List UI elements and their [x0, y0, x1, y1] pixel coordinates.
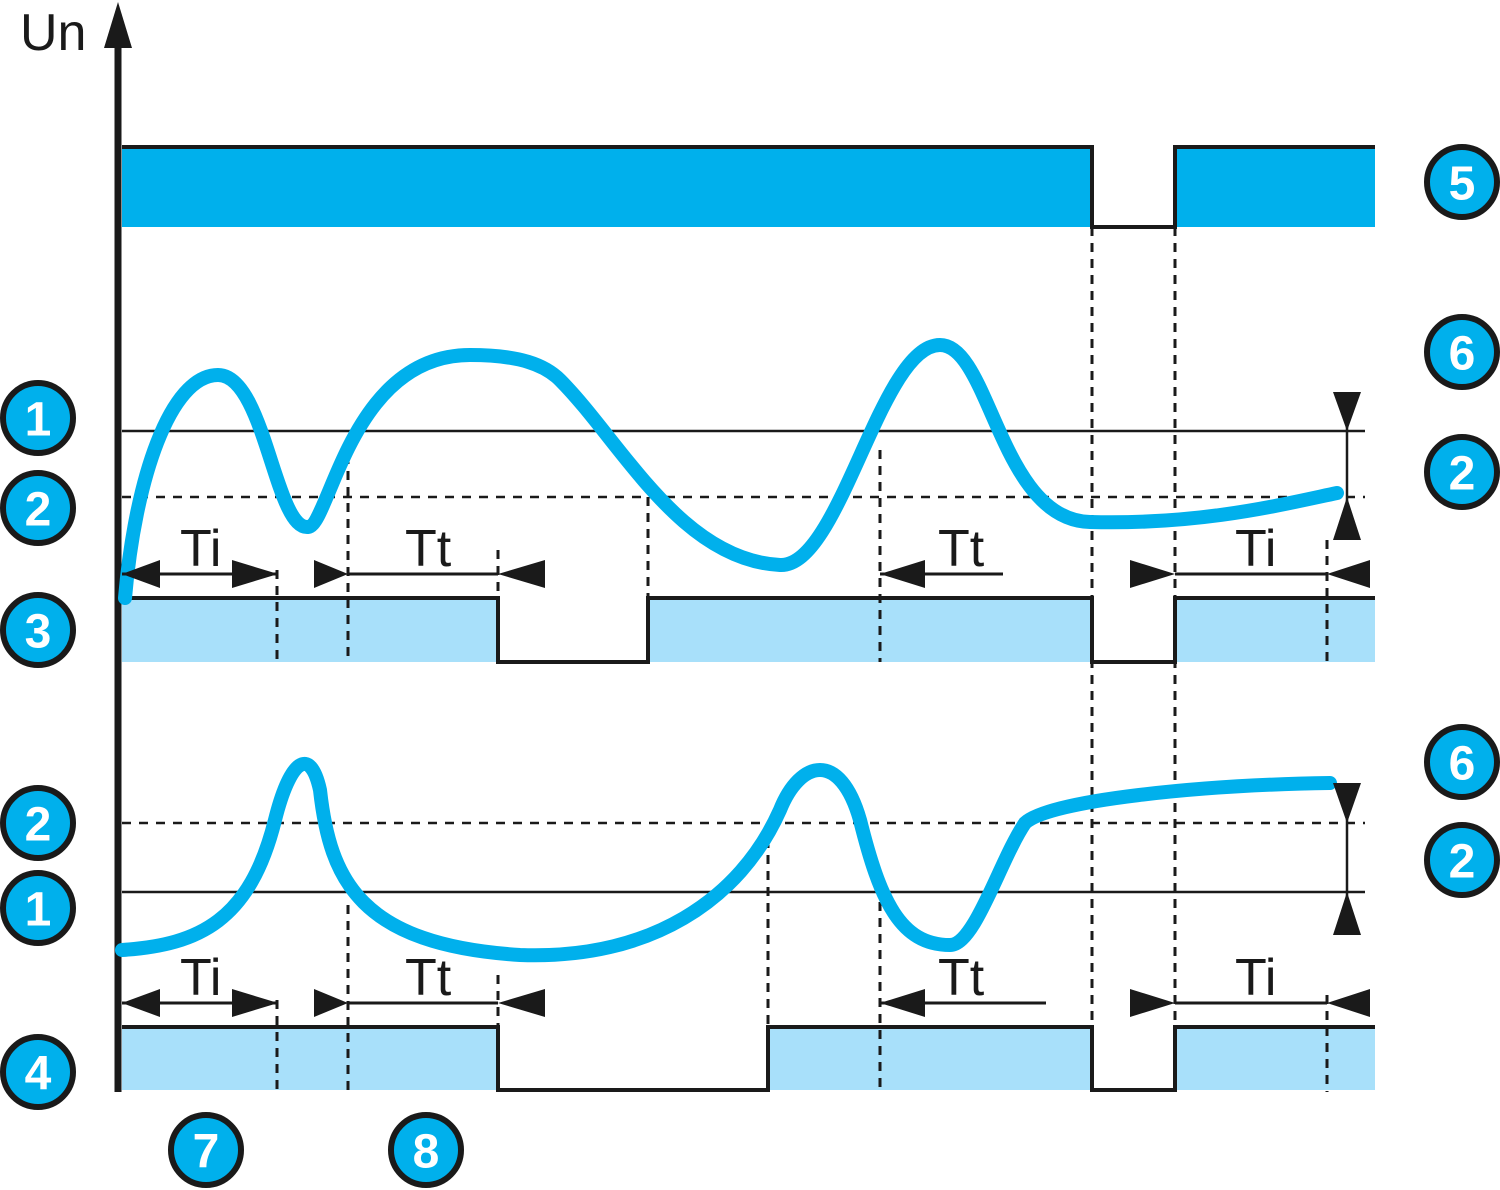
badge-2: 2: [0, 470, 76, 546]
ti-label: Ti: [1235, 949, 1276, 1007]
badge-6: 6: [1424, 314, 1500, 390]
axis-label: Un: [20, 4, 86, 62]
badge-1: 1: [0, 380, 76, 456]
ti-label: Ti: [180, 520, 221, 578]
svg-text:6: 6: [1449, 328, 1476, 381]
time-markers: [275, 227, 1329, 1092]
voltage-signal-lower: [115, 756, 1337, 963]
svg-text:8: 8: [413, 1126, 440, 1179]
svg-text:6: 6: [1449, 738, 1476, 791]
badge-2: 2: [1424, 434, 1500, 510]
supply-trace: [122, 145, 1375, 229]
svg-text:1: 1: [25, 884, 52, 937]
badge-1: 1: [0, 870, 76, 946]
svg-text:2: 2: [1449, 448, 1476, 501]
tt-label: Tt: [938, 949, 985, 1007]
badge-3: 3: [0, 592, 76, 668]
timing-arrows-lower: [122, 989, 1370, 1017]
svg-text:3: 3: [25, 606, 52, 659]
ti-label: Ti: [1235, 520, 1276, 578]
svg-text:4: 4: [25, 1048, 52, 1101]
svg-text:1: 1: [25, 394, 52, 447]
tt-label: Tt: [405, 949, 452, 1007]
svg-text:5: 5: [1449, 158, 1476, 211]
badge-2: 2: [1424, 822, 1500, 898]
voltage-signal-upper: [118, 337, 1344, 605]
badge-2: 2: [0, 785, 76, 861]
timing-arrows-upper: [122, 560, 1370, 588]
hysteresis-arrows-upper: [1333, 392, 1361, 540]
badge-4: 4: [0, 1034, 76, 1110]
svg-text:7: 7: [193, 1126, 220, 1179]
hysteresis-arrows-lower: [1333, 783, 1361, 935]
badge-5: 5: [1424, 144, 1500, 220]
tt-label: Tt: [938, 520, 985, 578]
svg-text:2: 2: [25, 799, 52, 852]
badge-8: 8: [388, 1112, 464, 1188]
y-axis-arrow-icon: [104, 2, 132, 48]
badge-7: 7: [168, 1112, 244, 1188]
ti-label: Ti: [180, 949, 221, 1007]
output-4-trace: [122, 1025, 1375, 1092]
tt-label: Tt: [405, 520, 452, 578]
svg-text:2: 2: [25, 484, 52, 537]
output-3-trace: [122, 596, 1375, 664]
svg-text:2: 2: [1449, 836, 1476, 889]
badge-6: 6: [1424, 724, 1500, 800]
